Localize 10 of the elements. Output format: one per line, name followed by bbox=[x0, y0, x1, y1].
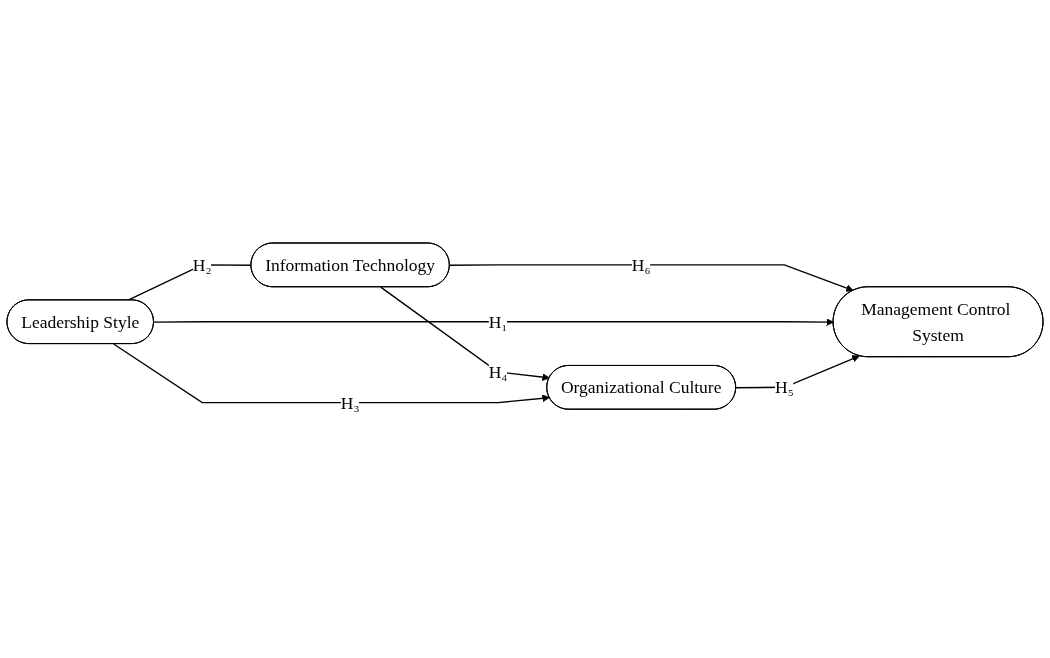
arrow bbox=[112, 342, 550, 403]
edge-label: H₂ bbox=[192, 254, 212, 275]
edge-label: H₆ bbox=[631, 254, 651, 275]
edge-label: H₁ bbox=[488, 311, 508, 331]
edge-label: H₅ bbox=[775, 377, 794, 397]
edge-label: H₃ bbox=[340, 392, 360, 412]
edge-label: H₄ bbox=[488, 362, 508, 382]
arrow bbox=[449, 263, 854, 292]
arrow bbox=[380, 286, 550, 381]
arrow bbox=[153, 317, 834, 326]
